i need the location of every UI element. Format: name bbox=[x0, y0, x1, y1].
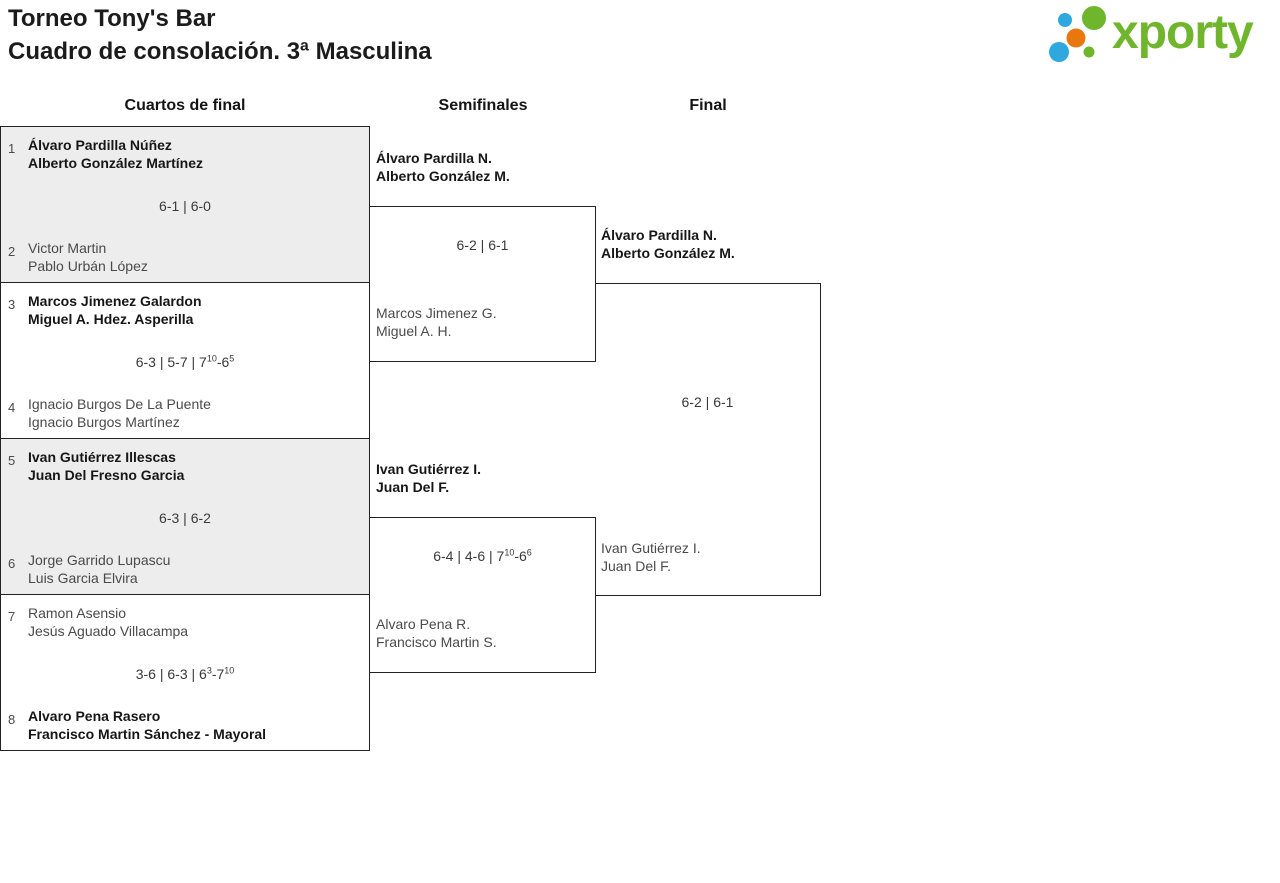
seed-number: 7 bbox=[8, 609, 16, 624]
logo-dot-blue-large bbox=[1049, 42, 1069, 62]
team-names: Álvaro Pardilla Núñez Alberto González M… bbox=[28, 137, 204, 171]
seed-number: 6 bbox=[8, 556, 16, 571]
match-quarterfinal-3: 5 Ivan Gutiérrez Illescas Juan Del Fresn… bbox=[0, 438, 370, 595]
seed-number: 3 bbox=[8, 297, 16, 312]
team-names: Marcos Jimenez G. Miguel A. H. bbox=[376, 305, 497, 339]
xporty-logo: xporty bbox=[1049, 6, 1255, 62]
round-header-quarterfinals: Cuartos de final bbox=[124, 97, 246, 114]
match-semifinal-1: Álvaro Pardilla N. Alberto González M. 6… bbox=[369, 150, 596, 362]
team-names: Victor Martin Pablo Urbán López bbox=[28, 240, 148, 274]
team-names: Alvaro Pena R. Francisco Martin S. bbox=[376, 616, 497, 650]
team-names: Ivan Gutiérrez Illescas Juan Del Fresno … bbox=[28, 449, 185, 483]
title-line-2: Cuadro de consolación. 3ª Masculina bbox=[8, 38, 432, 65]
logo-dot-green-large bbox=[1082, 6, 1106, 30]
match-score: 6-4 | 4-6 | 710-66 bbox=[433, 547, 532, 564]
match-score: 3-6 | 6-3 | 63-710 bbox=[135, 665, 235, 682]
team-names: Ivan Gutiérrez I. Juan Del F. bbox=[601, 540, 701, 574]
match-score: 6-3 | 5-7 | 710-65 bbox=[135, 353, 235, 370]
match-score: 6-3 | 6-2 bbox=[159, 510, 211, 526]
match-final: Álvaro Pardilla N. Alberto González M. 6… bbox=[595, 227, 821, 596]
match-score: 6-1 | 6-0 bbox=[159, 198, 211, 214]
match-semifinal-2: Ivan Gutiérrez I. Juan Del F. 6-4 | 4-6 … bbox=[369, 461, 596, 673]
match-score: 6-2 | 6-1 bbox=[456, 237, 509, 253]
team-names: Marcos Jimenez Galardon Miguel A. Hdez. … bbox=[28, 293, 202, 327]
title-line-1: Torneo Tony's Bar bbox=[8, 5, 216, 32]
team-names: Ramon Asensio Jesús Aguado Villacampa bbox=[28, 605, 189, 639]
team-names: Álvaro Pardilla N. Alberto González M. bbox=[376, 150, 510, 184]
team-names: Alvaro Pena Rasero Francisco Martin Sánc… bbox=[28, 708, 267, 742]
team-names: Jorge Garrido Lupascu Luis Garcia Elvira bbox=[28, 552, 171, 586]
match-quarterfinal-2: 3 Marcos Jimenez Galardon Miguel A. Hdez… bbox=[0, 282, 370, 439]
round-header-semifinals: Semifinales bbox=[438, 97, 528, 114]
team-names: Ivan Gutiérrez I. Juan Del F. bbox=[376, 461, 482, 495]
logo-text: xporty bbox=[1112, 6, 1254, 59]
logo-dot-green-small bbox=[1083, 46, 1095, 58]
match-score: 6-2 | 6-1 bbox=[681, 394, 734, 410]
match-quarterfinal-4: 7 Ramon Asensio Jesús Aguado Villacampa … bbox=[0, 594, 370, 751]
team-names: Álvaro Pardilla N. Alberto González M. bbox=[601, 227, 735, 261]
page-title: Torneo Tony's Bar Cuadro de consolación.… bbox=[8, 2, 432, 68]
seed-number: 1 bbox=[8, 141, 16, 156]
match-quarterfinal-1: 1 Álvaro Pardilla Núñez Alberto González… bbox=[0, 126, 370, 283]
seed-number: 2 bbox=[8, 244, 16, 259]
logo-dot-blue-small bbox=[1058, 13, 1072, 27]
team-names: Ignacio Burgos De La Puente Ignacio Burg… bbox=[28, 396, 211, 430]
seed-number: 8 bbox=[8, 712, 16, 727]
seed-number: 5 bbox=[8, 453, 16, 468]
logo-dot-orange bbox=[1066, 28, 1086, 48]
seed-number: 4 bbox=[8, 400, 16, 415]
round-header-final: Final bbox=[689, 97, 727, 114]
